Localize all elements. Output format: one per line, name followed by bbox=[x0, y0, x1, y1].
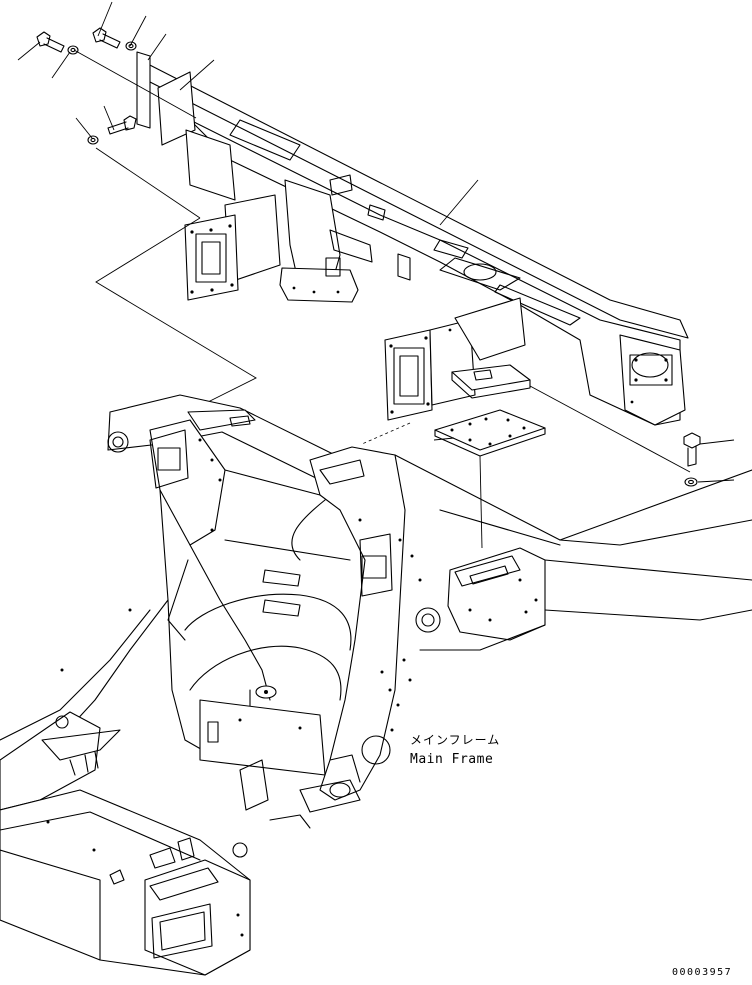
drawing-number: 00003957 bbox=[672, 967, 732, 978]
shim-plate bbox=[434, 409, 546, 457]
main-frame-label-en: Main Frame bbox=[410, 752, 493, 767]
leader-lines bbox=[17, 1, 735, 549]
main-frame bbox=[0, 394, 752, 976]
upper-cross-member bbox=[136, 51, 689, 426]
bolt-washer-group bbox=[36, 27, 701, 487]
main-frame-label-jp: メインフレーム bbox=[410, 733, 500, 747]
